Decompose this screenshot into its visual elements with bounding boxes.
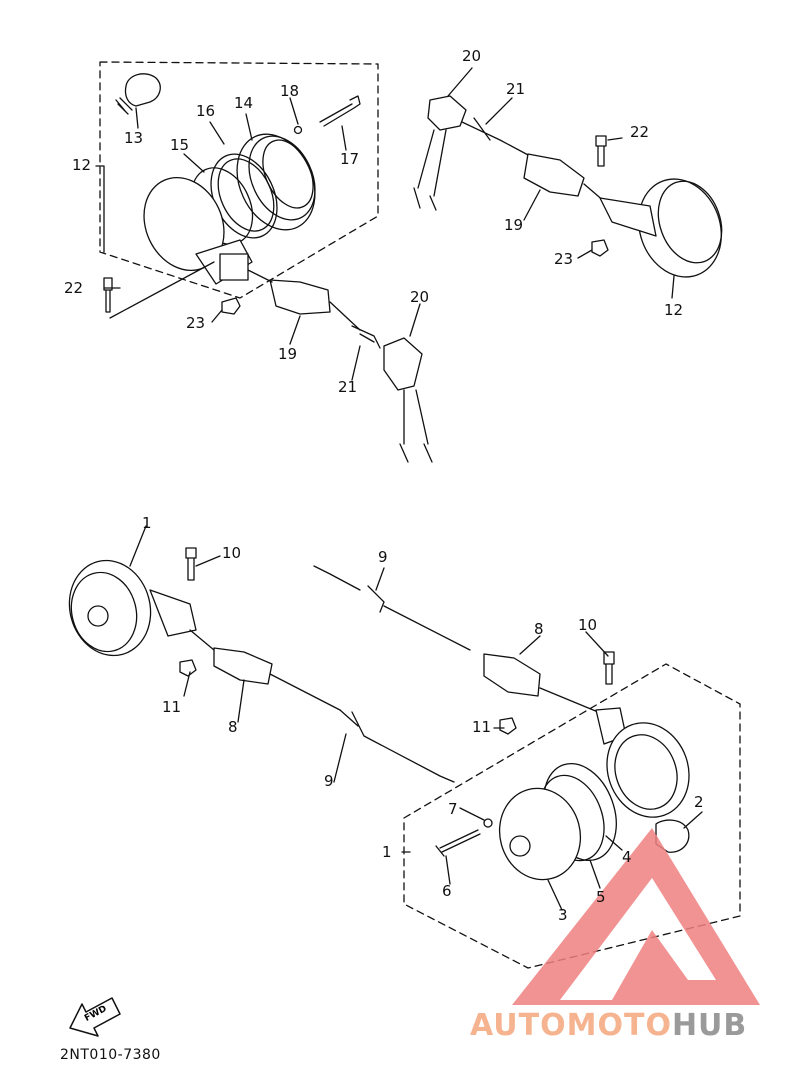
- callout-20-top-left: 20: [410, 288, 430, 306]
- screw-17: [319, 95, 361, 127]
- bolt-22b: [595, 135, 607, 167]
- watermark-logo-icon: [512, 828, 760, 1005]
- housing-1b: [606, 722, 690, 818]
- bolt-10b: [603, 651, 615, 685]
- callout-17: 17: [340, 150, 360, 168]
- nut-11a: [179, 659, 197, 677]
- callout-2: 2: [694, 793, 704, 811]
- turn-signal-assembly-rear-right: [413, 95, 723, 278]
- cable-9b: [313, 565, 471, 651]
- callout-23-top-left: 23: [186, 314, 206, 332]
- nut-11b: [499, 717, 517, 735]
- callout-13: 13: [124, 129, 144, 147]
- forward-arrow: [69, 997, 121, 1037]
- assembly-boundary-1b: [403, 663, 741, 969]
- nut-18: [293, 125, 303, 135]
- callout-1-bottom-right: 1: [382, 843, 392, 861]
- bulb-13: [115, 73, 161, 115]
- callout-10-bottom-left: 10: [222, 544, 242, 562]
- callout-14: 14: [234, 94, 254, 112]
- callout-3: 3: [558, 906, 568, 924]
- callout-22-top-left: 22: [64, 279, 84, 297]
- socket-8b: [483, 653, 541, 697]
- grommet-20b: [427, 95, 467, 131]
- leader-lines: [95, 67, 703, 911]
- callout-19-top-left: 19: [278, 345, 298, 363]
- callout-20-top-right: 20: [462, 47, 482, 65]
- cable-21a: [351, 325, 381, 349]
- watermark-text-part2: HUB: [671, 1008, 748, 1043]
- callout-12-top-right: 12: [664, 301, 684, 319]
- callout-8-bottom-left: 8: [228, 718, 238, 736]
- callout-21-top-left: 21: [338, 378, 358, 396]
- watermark-text: AUTOMOTOHUB: [470, 1008, 747, 1043]
- bulb-2: [655, 819, 690, 853]
- nut-23b: [591, 239, 609, 257]
- nut-7: [483, 818, 493, 828]
- nut-23a: [221, 297, 241, 315]
- cable-9a: [339, 709, 455, 783]
- assembly-boundary-12a: [99, 61, 379, 299]
- callout-19-top-right: 19: [504, 216, 524, 234]
- callout-9-bottom-left: 9: [324, 772, 334, 790]
- bolt-10a: [185, 547, 197, 581]
- callout-21-top-right: 21: [506, 80, 526, 98]
- callout-12-top-left: 12: [72, 156, 92, 174]
- turn-signal-assembly-rear-left: [99, 61, 433, 463]
- callout-5: 5: [596, 888, 606, 906]
- bolt-22a: [103, 277, 113, 313]
- callout-9-top: 9: [378, 548, 388, 566]
- screw-6: [435, 829, 481, 857]
- cable-21b: [461, 117, 531, 157]
- callout-10-bottom-right: 10: [578, 616, 598, 634]
- callout-8-top: 8: [534, 620, 544, 638]
- callout-1-bottom-left: 1: [142, 514, 152, 532]
- lens-unit-1a: [68, 559, 152, 657]
- callout-22-top-right: 22: [630, 123, 650, 141]
- callout-7: 7: [448, 800, 458, 818]
- callout-11-bottom-right: 11: [472, 718, 492, 736]
- callout-15: 15: [170, 136, 190, 154]
- callout-23-top-right: 23: [554, 250, 574, 268]
- socket-8a: [213, 647, 273, 685]
- socket-19a: [269, 279, 331, 315]
- callout-16: 16: [196, 102, 216, 120]
- callout-6: 6: [442, 882, 452, 900]
- callout-11-bottom-left: 11: [162, 698, 182, 716]
- turn-signal-assembly-front-left: [68, 547, 455, 783]
- lens-3: [498, 787, 582, 881]
- grommet-20a: [383, 337, 423, 391]
- turn-signal-assembly-front-right: [313, 565, 741, 969]
- callout-4: 4: [622, 848, 632, 866]
- socket-19b: [523, 153, 585, 197]
- part-code: 2NT010-7380: [60, 1047, 161, 1063]
- callout-18: 18: [280, 82, 300, 100]
- watermark-text-part1: AUTOMOTO: [470, 1008, 672, 1043]
